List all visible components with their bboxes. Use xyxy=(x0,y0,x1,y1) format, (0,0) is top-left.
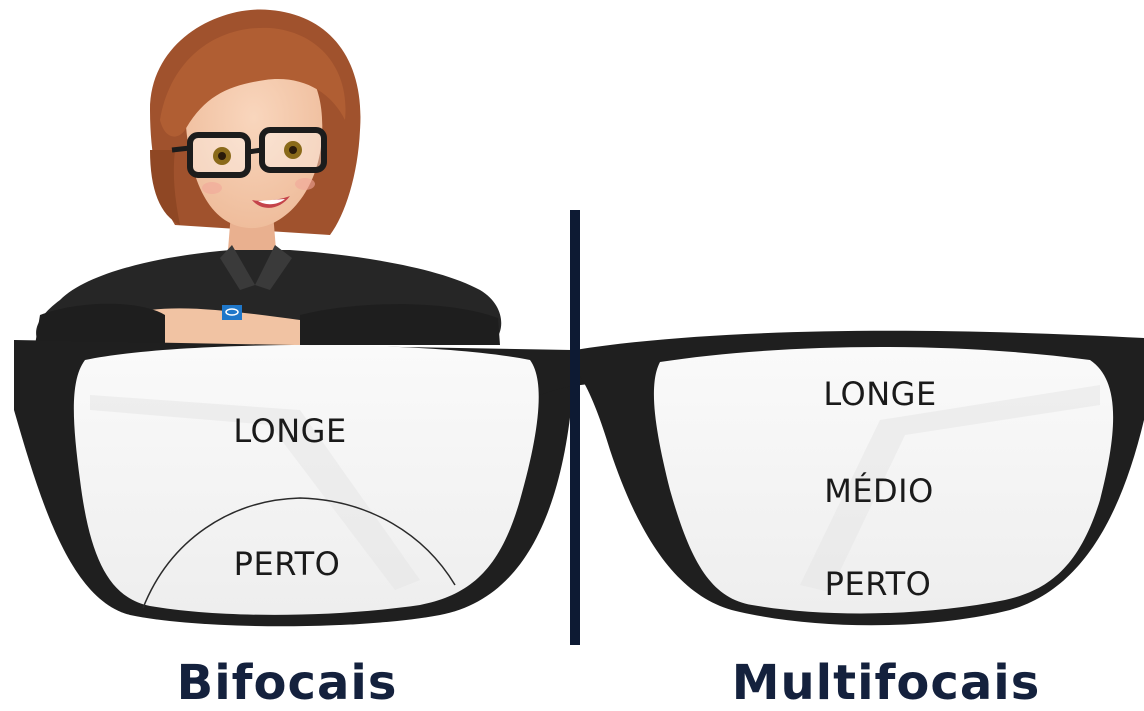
left-panel-title: Bifocais xyxy=(176,655,398,711)
right-zone-intermediate-label: MÉDIO xyxy=(824,472,934,510)
woman-with-glasses-icon xyxy=(35,9,502,348)
right-zone-near-label: PERTO xyxy=(824,565,932,603)
right-lens-frame xyxy=(575,330,1144,626)
right-panel-title: Multifocais xyxy=(731,655,1041,711)
left-zone-far-label: LONGE xyxy=(233,412,347,450)
eye-logo-icon xyxy=(222,305,242,320)
right-zone-far-label: LONGE xyxy=(823,375,937,413)
divider-line xyxy=(570,210,580,645)
left-zone-near-label: PERTO xyxy=(233,545,341,583)
left-lens-frame xyxy=(14,340,572,627)
